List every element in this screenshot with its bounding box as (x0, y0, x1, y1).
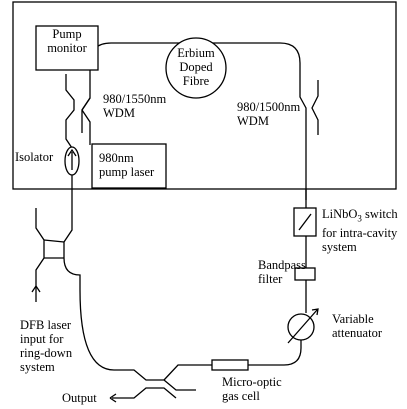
linbo3-switch-line3: system (322, 239, 357, 254)
dfb-laser-line1: DFB laser (20, 318, 72, 332)
wdm-right-line1: 980/1500nm (237, 100, 301, 114)
fibre-attenuator-to-cell (248, 340, 302, 366)
wdm-left-label: 980/1550nm WDM (103, 92, 166, 120)
variable-attenuator-line2: attenuator (332, 326, 382, 340)
pump-laser-line2: pump laser (99, 165, 155, 179)
variable-attenuator-line1: Variable (332, 312, 374, 326)
bandpass-filter-label: Bandpass filter (258, 258, 306, 286)
linbo3-switch-line2: for intra-cavity (322, 225, 398, 240)
variable-attenuator-label: Variable attenuator (332, 312, 382, 340)
wdm-right-coupler (311, 80, 319, 135)
bandpass-filter-box (294, 267, 316, 281)
output-arrow-icon (109, 393, 117, 403)
gas-cell-label: Micro-optic gas cell (222, 375, 282, 403)
linbo3-switch-slash (298, 213, 312, 231)
dfb-laser-line3: ring-down (20, 346, 73, 360)
pump-monitor-line1: Pump (52, 27, 82, 41)
wdm-left-line1: 980/1550nm (103, 92, 167, 106)
linbo3-switch-line1: LiNbO3 switch (322, 207, 398, 226)
bandpass-filter-line2: filter (258, 272, 283, 286)
dfb-laser-label: DFB laser input for ring-down system (20, 318, 72, 374)
gas-cell-line2: gas cell (222, 389, 260, 403)
linbo3-switch-label: LiNbO3 switch for intra-cavity system (322, 207, 398, 254)
isolator-arrow-icon (67, 148, 77, 170)
fibre-left-return (63, 208, 115, 371)
output-coupler (114, 369, 196, 399)
pump-laser-feed (81, 109, 91, 145)
isolator-text: Isolator (15, 150, 54, 164)
output-label: Output (62, 391, 97, 405)
erbium-fibre-line1: Erbium (177, 46, 215, 60)
dfb-coupler-link (43, 239, 65, 259)
erbium-fibre-line3: Fibre (182, 74, 210, 88)
erbium-fibre-line2: Doped (179, 60, 213, 74)
wdm-left-link (81, 97, 91, 111)
dfb-laser-line4: system (20, 360, 55, 374)
gas-cell-line1: Micro-optic (222, 375, 282, 389)
pump-monitor-box (35, 25, 99, 71)
erbium-fibre-label: Erbium Doped Fibre (170, 46, 222, 88)
wdm-right-label: 980/1500nm WDM (237, 100, 300, 128)
pump-laser-label: 980nm pump laser (99, 151, 154, 179)
isolator-label: Isolator (15, 150, 53, 164)
pump-laser-line1: 980nm (99, 151, 134, 165)
bandpass-filter-line1: Bandpass (258, 258, 306, 272)
dfb-laser-line2: input for (20, 332, 64, 346)
pump-monitor-line2: monitor (47, 41, 87, 55)
fibre-cell-to-output-coupler (163, 364, 212, 381)
wdm-right-line2: WDM (237, 114, 269, 128)
wdm-left-line2: WDM (103, 106, 135, 120)
pump-monitor-label: Pump monitor (37, 27, 97, 55)
pump-laser-box (91, 143, 167, 189)
attenuator-arrow-icon (287, 308, 319, 344)
dfb-arrow-icon (31, 284, 41, 302)
output-text: Output (62, 391, 97, 405)
dfb-coupler (35, 208, 45, 290)
linbo3-text: LiNbO (322, 207, 358, 221)
switch-text: switch (361, 207, 398, 221)
gas-cell-box (211, 359, 249, 371)
erbium-fibre-coil (165, 37, 227, 99)
linbo3-subscript: 3 (357, 213, 362, 224)
